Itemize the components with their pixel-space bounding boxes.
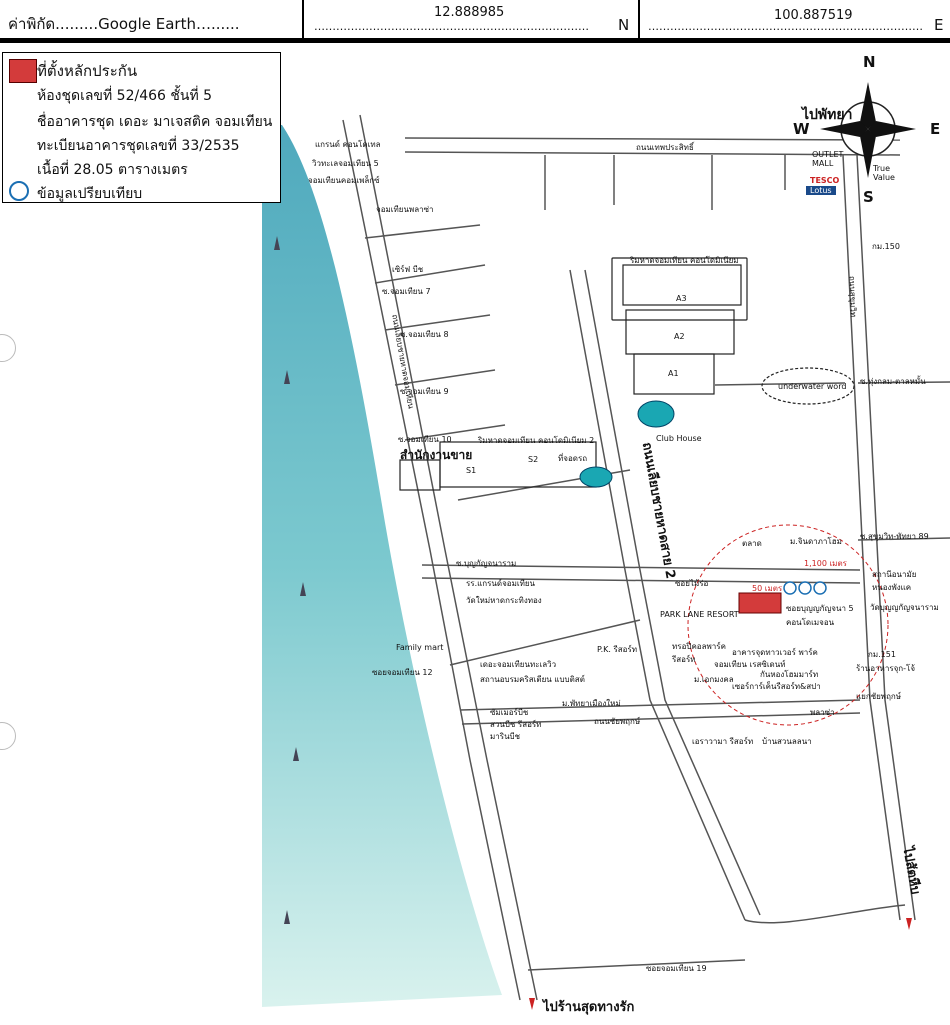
place-tower-park: อาคารจุดทาวเวอร์ พาร์ค: [732, 648, 818, 657]
place-garden-resort: สวนบีช รีสอร์ท: [490, 720, 542, 729]
comparison-circle-icon: [9, 181, 29, 201]
latitude-value: 12.888985: [434, 5, 505, 20]
place-grand-condotel: แกรนด์ คอนโดเทล: [315, 140, 381, 149]
longitude-dots: …………………………………………………………………: [648, 20, 923, 33]
to-pattaya: ไปพัทยา: [802, 107, 853, 123]
bldg-a1: A1: [668, 369, 679, 378]
place-outlet: OUTLET MALL: [812, 150, 844, 168]
place-jinda: ม.จินดาภาโฮม: [790, 537, 842, 546]
place-school: รร.แกรนด์จอมเทียน: [466, 579, 536, 588]
place-shop-right: ร้านอาหารจุก-โจ้: [856, 664, 916, 673]
header-coord-box: ค่าพิกัด.........Google Earth…......: [0, 0, 304, 40]
soi-19: ซอยจอมเทียน 19: [646, 964, 707, 973]
place-view-resort: เดอะจอมเทียนทะเลวิว: [480, 660, 557, 669]
place-park-lane: PARK LANE RESORT: [660, 610, 739, 619]
longitude-suffix: E: [934, 16, 944, 34]
soi-sukhumvit-89: ซ.สุขุมวิท-พัทยา 89: [860, 532, 929, 541]
place-summer-beach: ซัมเมอร์บีช: [490, 708, 529, 717]
place-chaiyapruek-jct: แยกชัยพฤกษ์: [856, 692, 902, 701]
place-baan-suan: บ้านสวนลลนา: [762, 737, 812, 746]
place-view-talay5: วิวทะเลจอมเทียน 5: [312, 159, 379, 168]
latitude-suffix: N: [618, 16, 630, 34]
collateral-swatch-icon: [9, 59, 37, 83]
soi-thung-klom: ซ.ทุ่งกลม-ตาลหมั้น: [860, 377, 926, 386]
place-jomtien-residence: จอมเทียน เรสซิเดนท์: [714, 660, 786, 669]
place-beach-condo1: ริมหาดจอมเทียน คอนโดมิเนียม: [630, 256, 739, 265]
sea-area: [262, 125, 502, 1007]
place-jomtien-complex: จอมเทียนคอมเพล็กซ์: [308, 176, 380, 185]
legend-unit-no: ห้องชุดเลขที่ 52/466 ชั้นที่ 5: [37, 88, 213, 104]
place-temple: วัดบุญญกัญจนาราม: [870, 603, 939, 612]
coord-label: ค่าพิกัด.........Google Earth…......: [8, 15, 240, 33]
soi-10: ซ.จอมเทียน 10: [398, 435, 452, 444]
legend-area: เนื้อที่ 28.05 ตารางเมตร: [37, 162, 188, 178]
compass-w: W: [793, 120, 810, 138]
soi-7: ซ.จอมเทียน 7: [382, 287, 431, 296]
place-km150: กม.150: [872, 242, 900, 251]
bldg-s2: S2: [528, 455, 539, 464]
place-hospital: สถานีอนามัย หนองพังแค: [872, 570, 917, 592]
place-ekamongkol: ม.เอกมงคล: [694, 675, 734, 684]
place-true-value: True Value: [873, 164, 895, 182]
header-lat-box: 12.888985 ………………………………………………………………… N: [304, 0, 640, 40]
place-tesco: TESCO: [810, 176, 840, 185]
place-sea-beach: เซิร์ฟ บีช: [392, 265, 424, 274]
place-lotus: Lotus: [806, 186, 836, 195]
place-pk-resort: P.K. รีสอร์ท: [597, 645, 638, 654]
road-chaiyapruek: ถนนชัยพฤกษ์: [594, 717, 641, 726]
compass-e: E: [930, 120, 941, 138]
compass-s: S: [863, 188, 874, 206]
place-marin-beach: มารินบีช: [490, 732, 521, 741]
road-sukhumvit: ถนนสุขุมวิท: [847, 275, 858, 318]
legend-collateral-title: ที่ตั้งหลักประกัน: [37, 62, 138, 80]
place-club-house: Club House: [656, 434, 702, 443]
place-km151: กม.151: [868, 650, 896, 659]
place-service: เซอร์การ์เค็นรีสอร์ท&สปา: [732, 682, 821, 691]
soi-9: ซ.จอมเทียน 9: [400, 387, 449, 396]
place-condo-majestic: คอนโดเมจอน: [786, 618, 835, 627]
legend-building-name: ชื่ออาคารชุด เดอะ มาเจสติค จอมเทียน: [37, 114, 273, 130]
place-family-mart: Family mart: [396, 643, 444, 652]
place-parking: ที่จอดรถ: [558, 454, 588, 463]
latitude-dots: …………………………………………………………………: [314, 20, 589, 33]
bldg-a2: A2: [674, 332, 685, 341]
compass-n: N: [863, 53, 876, 71]
place-e-resort: เอราวามา รีสอร์ท: [692, 737, 754, 746]
place-beach-condo2: ริมหาดจอมเทียน คอนโดมิเนียม 2: [478, 436, 595, 445]
legend-box: ที่ตั้งหลักประกัน ห้องชุดเลขที่ 52/466 ช…: [2, 52, 281, 203]
place-distance1: 1,100 เมตร: [804, 559, 847, 568]
header-lon-box: 100.887519 ………………………………………………………………… E: [640, 0, 950, 40]
soi-boon5: ซอยบุญญกัญจนา 5: [786, 604, 854, 613]
place-pattaya-village: ม.พัทยาเมืองใหม่: [562, 699, 621, 708]
place-park-resort: ทรอปิคอลพาร์ค รีสอร์ท: [672, 642, 726, 664]
longitude-value: 100.887519: [774, 8, 853, 23]
compass-rose-icon: [820, 82, 916, 178]
place-sales-office: สำนักงานขาย: [400, 448, 473, 462]
place-christian: สถานอบรมคริสเตียน แบบติสต์: [480, 675, 585, 684]
bldg-a3: A3: [676, 294, 687, 303]
place-jomtien-plaza: จอมเทียนพลาซ่า: [376, 205, 434, 214]
place-distance2: 50 เมตร: [752, 584, 783, 593]
bldg-s1: S1: [466, 466, 477, 475]
place-underwater: underwater word: [778, 382, 847, 391]
place-plaza: พลาซ่า: [810, 708, 835, 717]
legend-comparison: ข้อมูลเปรียบเทียบ: [37, 186, 143, 202]
soi-12: ซอยจอมเทียน 12: [372, 668, 433, 677]
legend-registration: ทะเบียนอาคารชุดเลขที่ 33/2535: [37, 138, 240, 154]
road-thepprasit: ถนนเทพประสิทธิ์: [636, 143, 694, 152]
place-kantong: กันหองโฮมมาร์ท: [760, 670, 819, 679]
to-restaurant: ไปร้านสุดทางรัก: [543, 1000, 635, 1015]
place-wat-yai: วัดใหม่หาดกระทิงทอง: [466, 596, 542, 605]
header-divider: [0, 40, 950, 43]
soi-mai-ruak: ซอยไม้ร่อ: [675, 579, 709, 588]
soi-boonkanjana: ซ.บุญกัญจนาราม: [456, 559, 517, 568]
soi-8: ซ.จอมเทียน 8: [400, 330, 449, 339]
place-market: ตลาด: [742, 539, 762, 548]
